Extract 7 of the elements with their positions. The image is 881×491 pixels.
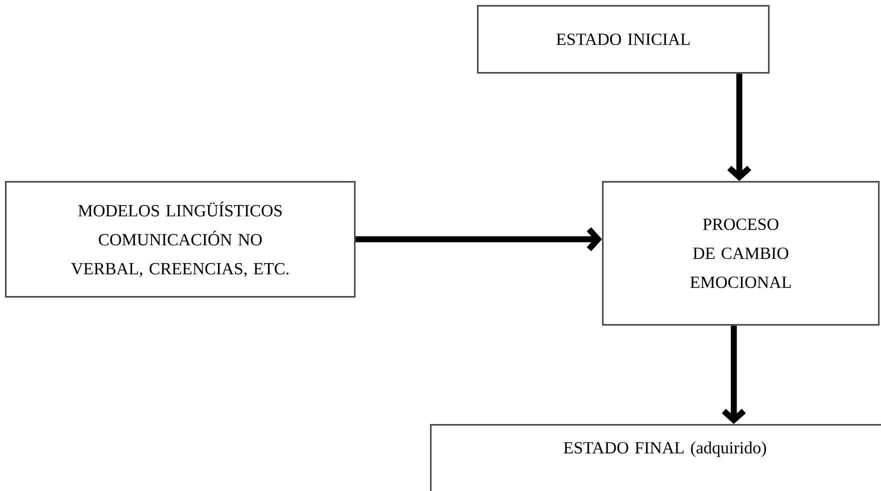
arrow	[727, 74, 752, 181]
process-box: MODELOS LINGÜÍSTICOS COMUNICACIÓN NO VERBAL, CREENCIAS, ETC.	[5, 181, 356, 298]
process-box: ESTADO INICIAL	[477, 5, 770, 74]
arrow	[356, 227, 602, 252]
arrow	[722, 326, 746, 424]
process-box: ESTADO FINAL (adquirido)	[430, 424, 881, 491]
process-box: PROCESO DE CAMBIO EMOCIONAL	[602, 181, 880, 326]
